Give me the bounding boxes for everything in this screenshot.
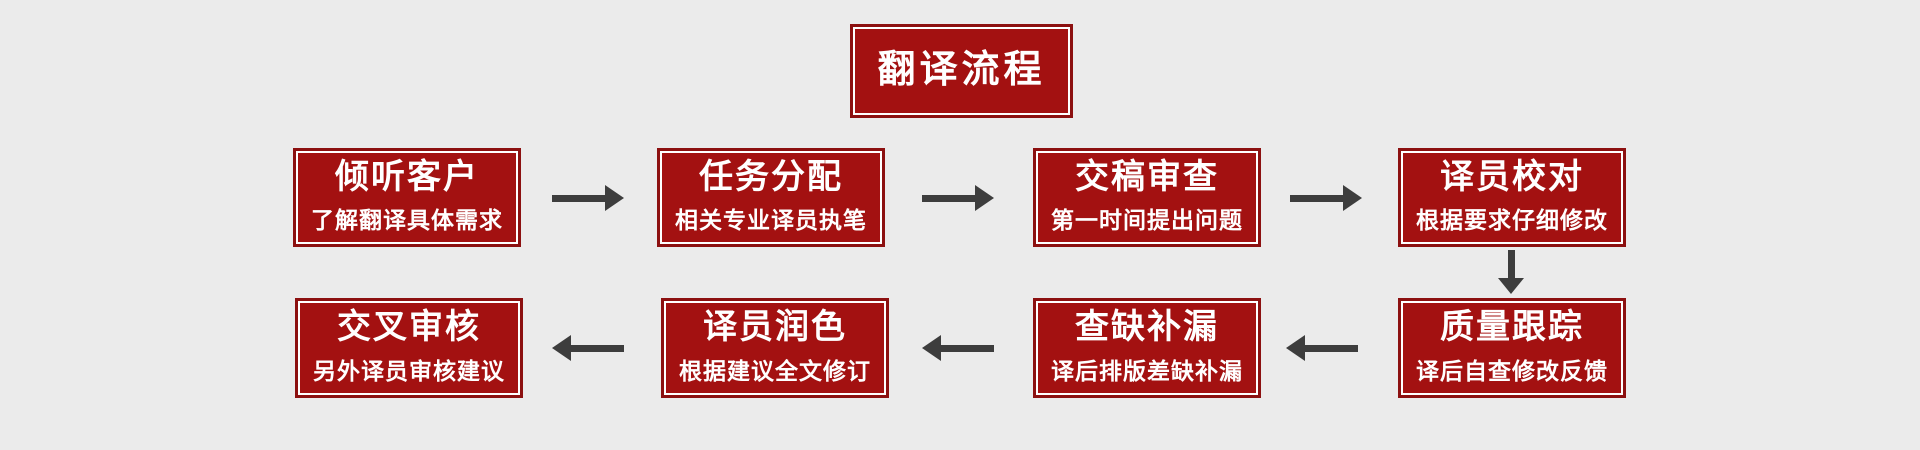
node-subtitle: 译后排版差缺补漏 <box>1051 357 1243 384</box>
arrow-head <box>1343 185 1362 211</box>
arrow-shaft <box>941 345 994 352</box>
node-title: 任务分配 <box>699 157 843 196</box>
flow-node-task-assignment: 任务分配 相关专业译员执笔 <box>657 148 885 247</box>
arrow-right-icon <box>922 185 994 211</box>
node-subtitle: 相关专业译员执笔 <box>675 207 867 234</box>
arrow-head <box>975 185 994 211</box>
flow-node-quality-tracking: 质量跟踪 译后自查修改反馈 <box>1398 298 1626 398</box>
arrow-head <box>1498 278 1524 294</box>
arrow-shaft <box>1508 250 1515 278</box>
arrow-down-icon <box>1498 250 1524 294</box>
arrow-head <box>922 335 941 361</box>
node-subtitle: 根据要求仔细修改 <box>1416 207 1608 234</box>
arrow-right-icon <box>552 185 624 211</box>
node-subtitle: 根据建议全文修订 <box>679 357 871 384</box>
arrow-left-icon <box>552 335 624 361</box>
arrow-right-icon <box>1290 185 1362 211</box>
flow-node-gap-checking: 查缺补漏 译后排版差缺补漏 <box>1033 298 1261 398</box>
node-subtitle: 另外译员审核建议 <box>313 357 505 384</box>
arrow-head <box>605 185 624 211</box>
node-title: 交叉审核 <box>337 308 481 347</box>
node-title: 交稿审查 <box>1075 157 1219 196</box>
flow-title-box: 翻译流程 <box>850 24 1073 118</box>
flow-node-translator-proofreading: 译员校对 根据要求仔细修改 <box>1398 148 1626 247</box>
page-title: 翻译流程 <box>877 49 1046 92</box>
arrow-shaft <box>1290 195 1343 202</box>
node-subtitle: 译后自查修改反馈 <box>1416 357 1608 384</box>
flow-node-draft-review: 交稿审查 第一时间提出问题 <box>1033 148 1261 247</box>
arrow-shaft <box>552 195 605 202</box>
flow-node-translator-polishing: 译员润色 根据建议全文修订 <box>661 298 889 398</box>
flow-node-listen-customers: 倾听客户 了解翻译具体需求 <box>293 148 521 247</box>
node-title: 译员润色 <box>703 308 847 347</box>
node-title: 查缺补漏 <box>1075 308 1219 347</box>
node-title: 倾听客户 <box>335 157 479 196</box>
node-title: 质量跟踪 <box>1440 308 1584 347</box>
arrow-shaft <box>1305 345 1358 352</box>
arrow-left-icon <box>1286 335 1358 361</box>
node-subtitle: 第一时间提出问题 <box>1051 207 1243 234</box>
arrow-left-icon <box>922 335 994 361</box>
arrow-head <box>552 335 571 361</box>
arrow-shaft <box>571 345 624 352</box>
node-title: 译员校对 <box>1440 157 1584 196</box>
arrow-head <box>1286 335 1305 361</box>
node-subtitle: 了解翻译具体需求 <box>311 207 503 234</box>
flow-node-cross-review: 交叉审核 另外译员审核建议 <box>295 298 523 398</box>
arrow-shaft <box>922 195 975 202</box>
